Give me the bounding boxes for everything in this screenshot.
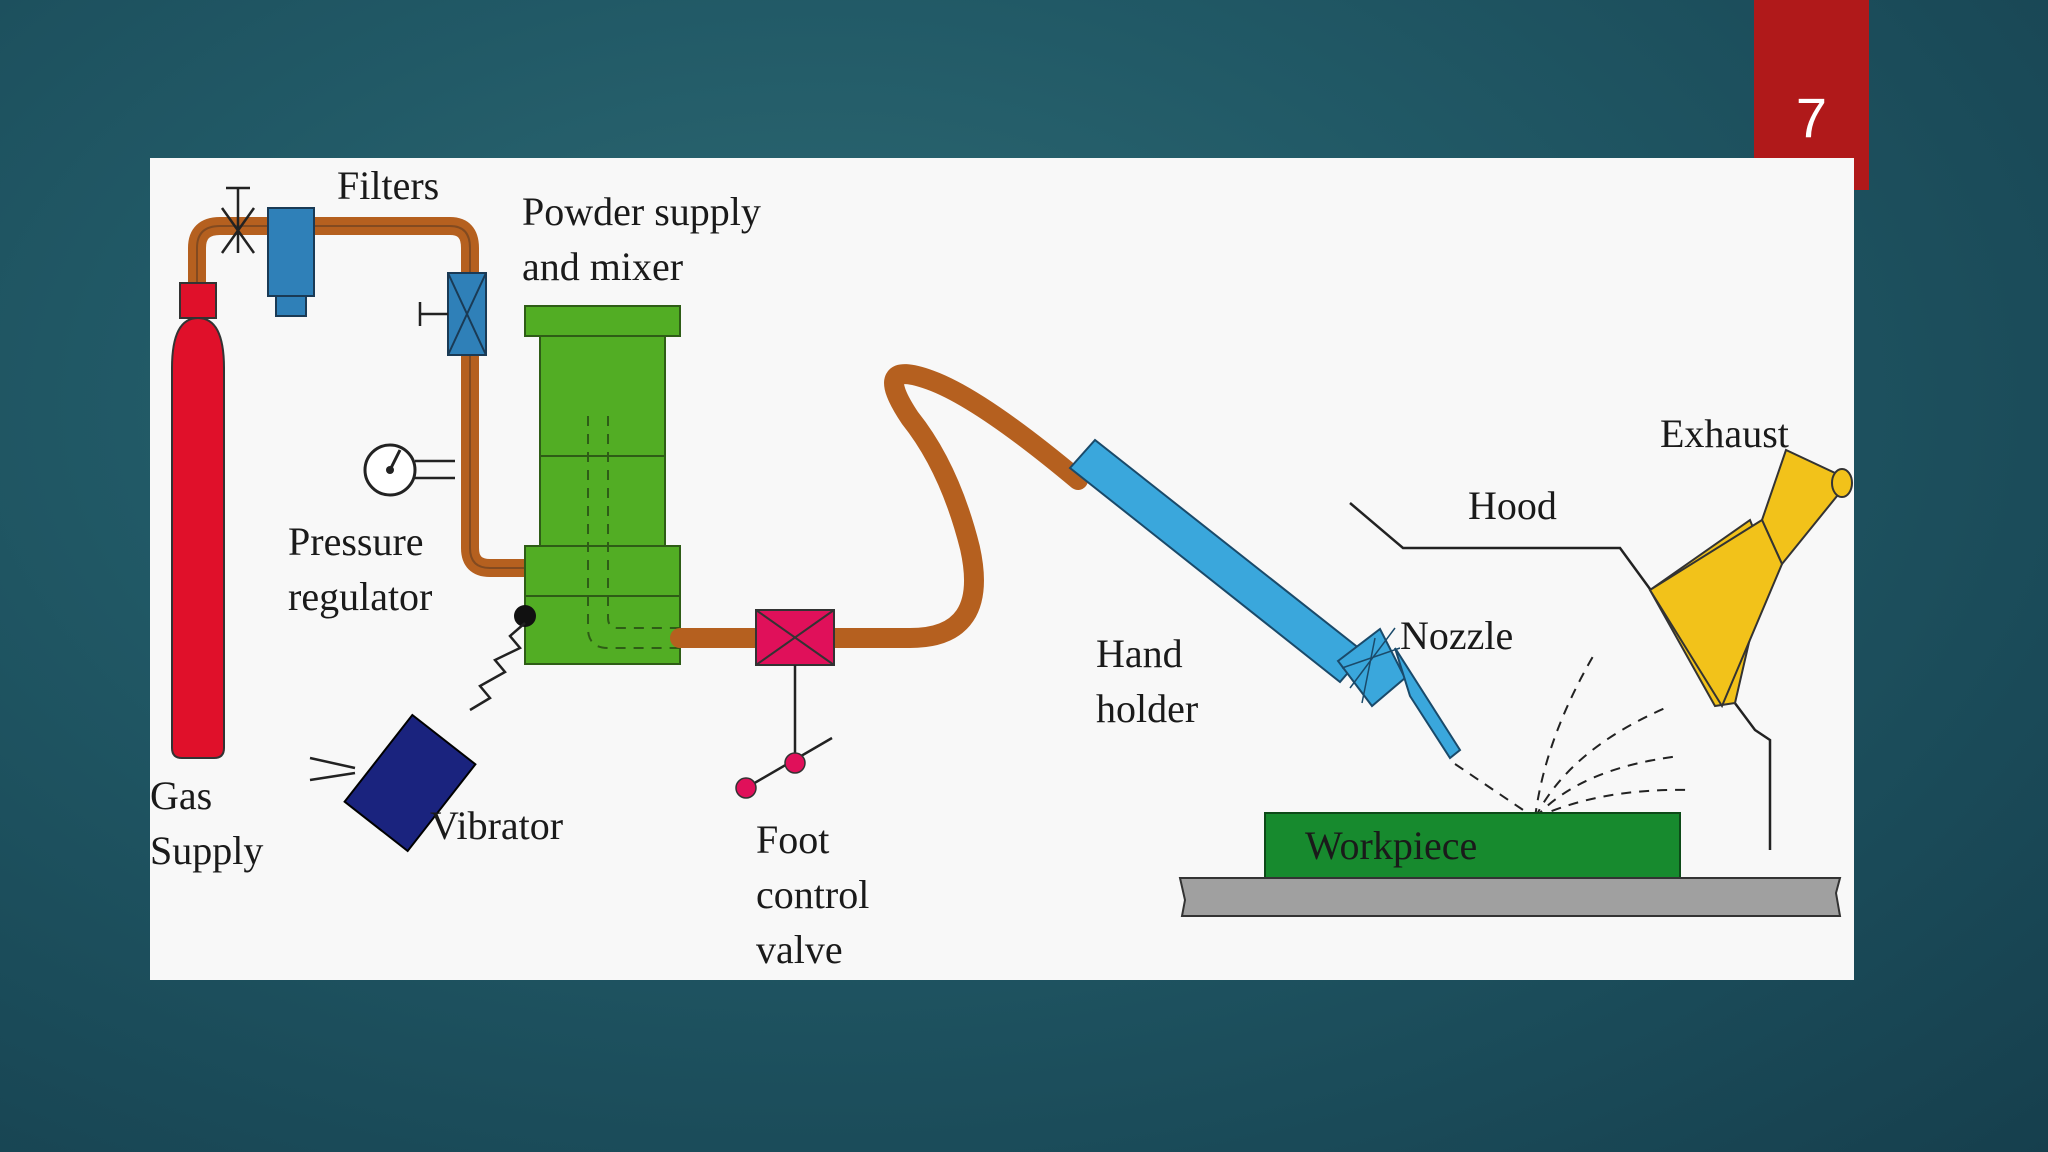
exhaust [1648, 448, 1853, 709]
filter-1 [267, 207, 315, 317]
label-gas-supply: Gas Supply [150, 773, 264, 873]
label-pressure-regulator: Pressure regulator [288, 519, 433, 619]
abrasive-jet-machining-diagram [171, 186, 1853, 917]
gas-pipe [188, 217, 530, 577]
vibrator [309, 605, 536, 853]
label-workpiece: Workpiece [1305, 823, 1478, 868]
foot-control-valve [735, 609, 835, 799]
abrasive-jet [1454, 652, 1691, 819]
label-hand-holder: Hand holder [1096, 631, 1199, 731]
label-hood: Hood [1468, 483, 1557, 528]
label-vibrator: Vibrator [430, 803, 564, 848]
work-table [1178, 877, 1842, 917]
powder-mixer [524, 305, 681, 665]
diagram-panel: Filters Powder supply and mixer Pressure… [150, 158, 1854, 980]
powder-hose [670, 364, 1088, 648]
label-nozzle: Nozzle [1400, 613, 1514, 658]
shutoff-valve-icon [220, 186, 256, 254]
label-powder-supply: Powder supply and mixer [522, 189, 761, 289]
hand-holder [1068, 438, 1462, 760]
label-exhaust: Exhaust [1660, 411, 1789, 456]
workpiece [1264, 812, 1681, 882]
label-foot-control-valve: Foot control valve [756, 817, 870, 972]
filter-2 [418, 272, 487, 356]
pressure-gauge-icon [363, 443, 455, 497]
gas-cylinder [171, 282, 225, 759]
label-filters: Filters [337, 163, 440, 208]
